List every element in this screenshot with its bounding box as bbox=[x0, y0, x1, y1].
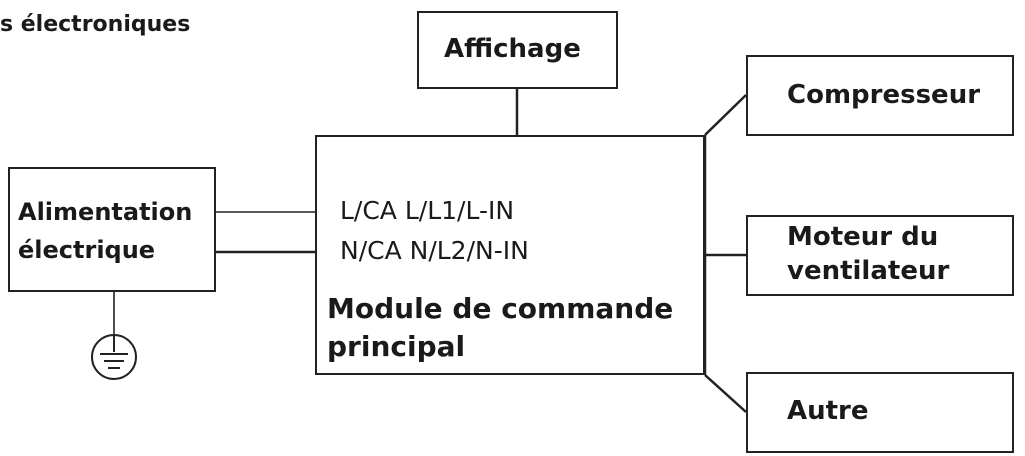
main-module-label-line1: Module de commande bbox=[327, 292, 674, 325]
compressor-label: Compresseur bbox=[787, 80, 981, 110]
other-link bbox=[704, 374, 747, 413]
fan-motor-label-line1: Moteur du bbox=[787, 222, 939, 252]
neutral-signal-label: N/CA N/L2/N-IN bbox=[340, 236, 529, 265]
display-label: Affichage bbox=[444, 34, 581, 64]
fan-motor-label-line2: ventilateur bbox=[787, 256, 950, 286]
main-module-label-line2: principal bbox=[327, 330, 466, 363]
fan-motor-box bbox=[746, 215, 1014, 296]
power-supply-box bbox=[8, 167, 216, 292]
line-signal-label: L/CA L/L1/L-IN bbox=[340, 196, 515, 225]
compressor-link bbox=[704, 94, 747, 136]
other-box bbox=[746, 372, 1014, 453]
display-box bbox=[417, 11, 618, 89]
diagram-heading: s électroniques bbox=[0, 12, 191, 37]
compressor-box bbox=[746, 55, 1014, 136]
power-supply-label-line1: Alimentation bbox=[18, 198, 193, 226]
power-supply-label-line2: électrique bbox=[18, 236, 156, 264]
other-label: Autre bbox=[787, 396, 869, 426]
main-module-box bbox=[315, 135, 705, 375]
